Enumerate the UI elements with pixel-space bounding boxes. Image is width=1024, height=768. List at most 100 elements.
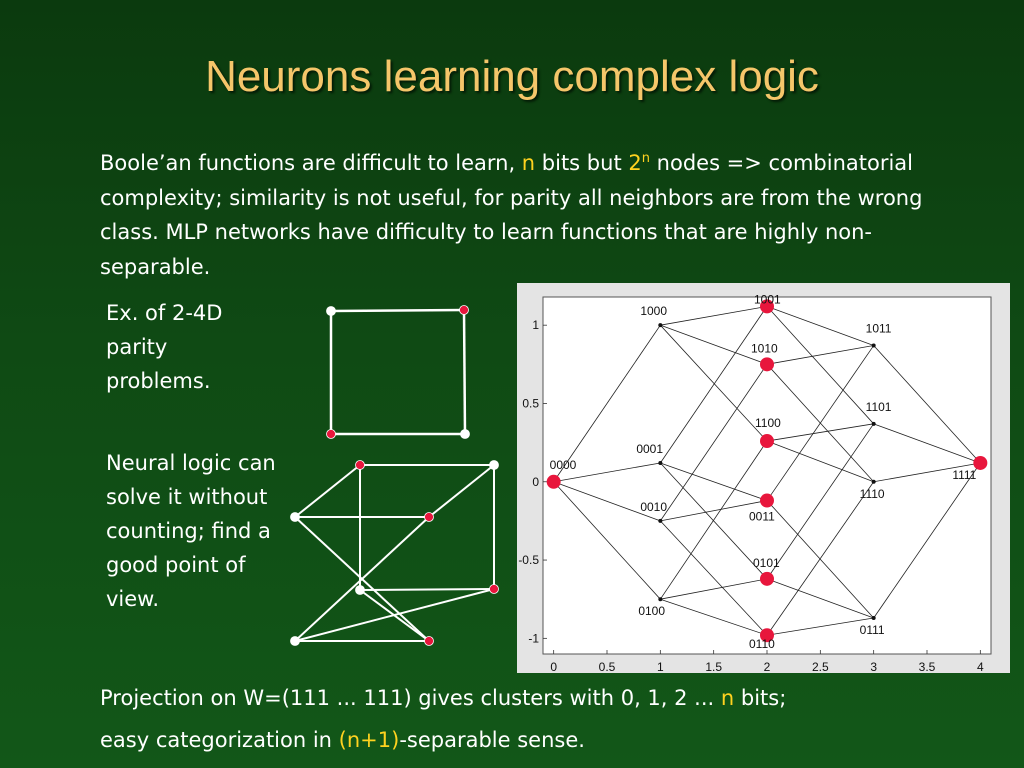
cube-node-001 xyxy=(355,460,365,470)
parity-cube-diagram xyxy=(290,460,499,646)
hypercube-edge xyxy=(660,520,768,636)
hypercube-edge xyxy=(660,462,768,580)
x-tick-label: 1 xyxy=(657,660,664,673)
node-label-1101: 1101 xyxy=(866,400,892,414)
x-tick-label: 1.5 xyxy=(705,660,722,673)
bottom2-text-1: easy categorization in xyxy=(100,728,339,752)
x-tick-label: 4 xyxy=(977,660,984,673)
para-text-1: Boole’an functions are difficult to lear… xyxy=(100,151,522,175)
node-label-0110: 0110 xyxy=(749,637,775,651)
hypercube-node-1111 xyxy=(973,455,988,470)
hypercube-node-1110 xyxy=(871,479,876,484)
bottom1-n: n xyxy=(720,686,735,710)
hypercube-node-0101 xyxy=(760,571,774,586)
node-label-0000: 0000 xyxy=(550,458,577,472)
node-label-1010: 1010 xyxy=(751,341,778,355)
hypercube-edge xyxy=(766,345,874,501)
square-node-11 xyxy=(460,429,470,439)
y-tick-label: 0.5 xyxy=(522,396,539,410)
x-tick-label: 2.5 xyxy=(812,660,829,673)
node-label-1001: 1001 xyxy=(754,292,781,306)
cube-node-101 xyxy=(489,460,499,470)
hypercube-edge xyxy=(766,500,874,619)
para-exponent: n xyxy=(641,151,650,166)
hypercube-node-0011 xyxy=(760,493,774,508)
node-label-0011: 0011 xyxy=(749,510,775,524)
x-tick-label: 0 xyxy=(550,660,557,673)
y-tick-label: -1 xyxy=(528,631,539,645)
hypercube-node-1100 xyxy=(760,434,774,449)
intro-paragraph: Boole’an functions are difficult to lear… xyxy=(100,142,970,284)
cube-node-010 xyxy=(424,636,434,646)
hypercube-edge xyxy=(766,440,874,483)
hypercube-edge xyxy=(660,440,768,600)
node-label-0111: 0111 xyxy=(860,623,885,637)
hypercube-edge xyxy=(553,481,661,600)
hypercube-node-1010 xyxy=(760,357,774,372)
hypercube-edge xyxy=(660,364,768,522)
para-text-3: nodes => combinatorial complexity; simil… xyxy=(100,151,923,279)
hypercube-edge xyxy=(766,423,874,442)
cube-node-000 xyxy=(290,512,300,522)
bottom2-highlight: (n+1) xyxy=(338,728,400,752)
square-node-10 xyxy=(459,305,469,315)
hypercube-edge xyxy=(660,324,768,442)
square-node-01 xyxy=(326,429,336,439)
hypercube-node-0111 xyxy=(871,615,876,620)
hypercube-edge xyxy=(766,423,874,580)
hypercube-edge xyxy=(873,345,981,464)
parity-square-diagram xyxy=(326,305,470,439)
hypercube-edge xyxy=(553,462,661,483)
para-n: n xyxy=(521,151,536,175)
hypercube-node-0010 xyxy=(658,518,663,523)
node-label-1110: 1110 xyxy=(860,487,885,501)
x-tick-label: 0.5 xyxy=(599,660,616,673)
hypercube-edge xyxy=(660,324,768,365)
hypercube-node-0000 xyxy=(546,474,561,489)
cube-node-011 xyxy=(355,585,365,595)
x-tick-label: 3 xyxy=(870,660,877,673)
bottom2-text-2: -separable sense. xyxy=(399,728,585,752)
cube-edge xyxy=(294,588,495,642)
hypercube-edge xyxy=(766,617,874,636)
hypercube-edge xyxy=(766,345,874,365)
plot-area xyxy=(542,296,992,655)
hypercube-edge xyxy=(873,462,981,619)
hypercube-node-0001 xyxy=(658,460,663,465)
neural-logic-caption: Neural logic can solve it without counti… xyxy=(106,451,276,611)
square-edge xyxy=(330,308,465,313)
hypercube-edge xyxy=(660,500,768,522)
hypercube-edge xyxy=(660,462,768,501)
hypercube-node-1101 xyxy=(871,421,876,426)
cube-edge xyxy=(359,588,495,591)
projection-text: Projection on W=(111 ... 111) gives clus… xyxy=(100,686,786,710)
bottom1-text-2: bits; xyxy=(734,686,787,710)
square-edge xyxy=(462,309,467,435)
y-tick-label: 0 xyxy=(532,475,539,489)
node-label-0100: 0100 xyxy=(638,604,665,618)
cube-node-111 xyxy=(489,584,499,594)
y-tick-label: 1 xyxy=(532,318,539,332)
hypercube-edge xyxy=(873,423,981,464)
node-label-1100: 1100 xyxy=(755,416,781,430)
hypercube-edge xyxy=(553,324,661,482)
hypercube-edge xyxy=(766,578,874,619)
hypercube-node-1000 xyxy=(658,323,663,328)
cube-edge xyxy=(294,464,361,518)
hypercube-edge xyxy=(873,462,981,483)
hypercube-node-1011 xyxy=(871,343,876,348)
x-tick-label: 2 xyxy=(764,660,771,673)
x-tick-label: 3.5 xyxy=(919,660,936,673)
para-two: 2 xyxy=(628,151,642,175)
hypercube-node-0100 xyxy=(658,597,663,602)
hypercube-node-0110 xyxy=(760,628,774,643)
hypercube-edge xyxy=(766,481,874,636)
cube-node-110 xyxy=(290,636,300,646)
node-label-0010: 0010 xyxy=(640,500,667,514)
hypercube-edge xyxy=(660,598,768,636)
node-label-1011: 1011 xyxy=(866,322,892,336)
cube-node-100 xyxy=(424,512,434,522)
para-text-2: bits but xyxy=(535,151,629,175)
